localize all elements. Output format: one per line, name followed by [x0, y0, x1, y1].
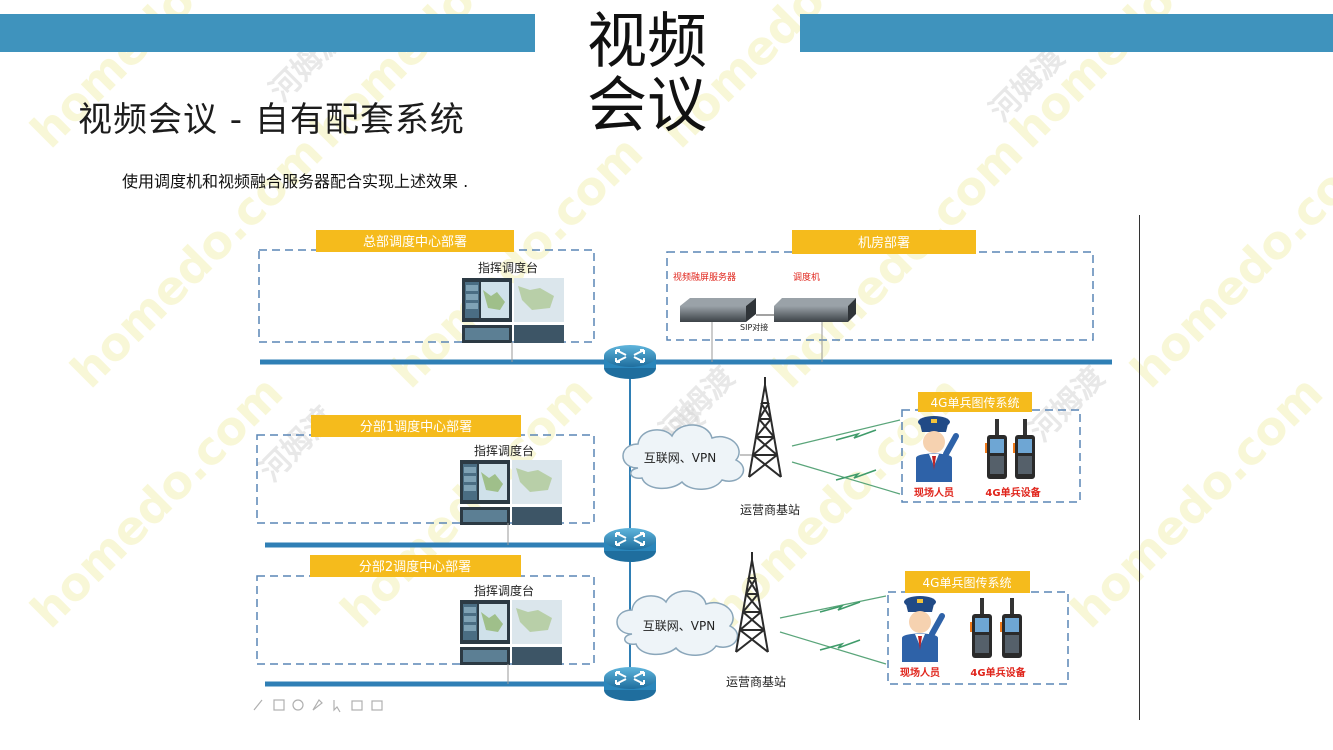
page-title-line-1: 视频: [587, 7, 707, 77]
wireless-bolt-3-icon: [819, 601, 861, 613]
router-branch1-icon: [603, 527, 657, 563]
system-label-upper: 4G单兵图传系统: [931, 395, 1020, 410]
hq-console-label: 指挥调度台: [478, 260, 538, 275]
wireless-bolt-2-icon: [835, 469, 877, 481]
wireless-bolt-4-icon: [819, 639, 861, 651]
machine-room-label-box: [792, 230, 976, 254]
router-main-icon: [603, 344, 657, 380]
base-station-lower-icon: [735, 551, 769, 653]
wireless-link-3: [779, 595, 887, 619]
branch2-label: 分部2调度中心部署: [359, 559, 471, 575]
machine-room-box: [666, 251, 1094, 341]
internet-label-upper: 互联网、VPN: [644, 451, 716, 465]
base-station-upper-icon: [748, 376, 782, 478]
field-person-label-lower: 现场人员: [900, 666, 940, 679]
internet-label-lower: 互联网、VPN: [643, 619, 715, 633]
screen-icon[interactable]: [351, 700, 363, 711]
branch1-label-box: [311, 415, 521, 437]
divider-line: [1139, 215, 1140, 720]
section-subtitle: 视频会议 - 自有配套系统: [78, 100, 465, 140]
page-title-line-2: 会议: [587, 71, 707, 141]
page-title: 视频 会议: [587, 10, 717, 138]
branch1-console-label: 指挥调度台: [474, 443, 534, 458]
description-text: 使用调度机和视频融合服务器配合实现上述效果 .: [122, 172, 469, 191]
device-label-lower: 4G单兵设备: [970, 666, 1026, 679]
machine-room-label: 机房部署: [858, 235, 910, 251]
field-system-box-lower: [887, 591, 1069, 685]
dispatcher-icon: [774, 298, 856, 322]
image-icon[interactable]: [273, 699, 285, 711]
sip-label: SIP对接: [740, 322, 768, 332]
radio-lower-1-icon: [970, 598, 992, 658]
header-bar-right: [800, 14, 1333, 52]
field-person-lower-icon: [902, 596, 942, 662]
system-label-lower: 4G单兵图传系统: [923, 575, 1012, 590]
fusion-server-icon: [680, 298, 756, 322]
wireless-bolt-1-icon: [835, 429, 877, 441]
wireless-link-4: [779, 631, 887, 665]
hq-label-box: [316, 230, 514, 252]
branch2-console-screen-icon: [460, 600, 562, 665]
hq-label: 总部调度中心部署: [363, 234, 467, 250]
annotation-toolbar: [253, 699, 383, 713]
hq-deployment-box: [258, 249, 595, 343]
device-label-upper: 4G单兵设备: [985, 486, 1041, 499]
field-person-label-upper: 现场人员: [914, 486, 954, 499]
header-bar-left: [0, 14, 535, 52]
field-system-box-upper: [901, 409, 1081, 503]
camera-icon[interactable]: [371, 700, 383, 711]
fusion-server-label: 视频融屏服务器: [673, 271, 736, 283]
radio-lower-2-icon: [1000, 598, 1022, 658]
field-person-upper-icon: [916, 416, 956, 482]
eraser-icon[interactable]: [312, 699, 323, 711]
branch1-deployment-box: [256, 434, 595, 524]
branch2-label-box: [310, 555, 521, 577]
base-station-label-upper: 运营商基站: [740, 502, 800, 517]
pen-icon[interactable]: [253, 699, 263, 711]
system-label-box-upper: [918, 392, 1032, 412]
pointer-icon[interactable]: [333, 700, 341, 713]
hq-console-screen-icon: [462, 278, 564, 343]
radio-upper-1-icon: [985, 419, 1007, 479]
wireless-link-1: [791, 419, 901, 447]
shape-icon[interactable]: [292, 699, 304, 711]
system-label-box-lower: [905, 571, 1030, 593]
router-branch2-icon: [603, 666, 657, 702]
branch2-console-label: 指挥调度台: [474, 583, 534, 598]
branch1-label: 分部1调度中心部署: [360, 419, 472, 435]
branch1-console-screen-icon: [460, 460, 562, 525]
branch2-deployment-box: [256, 575, 595, 665]
radio-upper-2-icon: [1013, 419, 1035, 479]
base-station-label-lower: 运营商基站: [726, 674, 786, 689]
dispatcher-label: 调度机: [793, 271, 820, 283]
